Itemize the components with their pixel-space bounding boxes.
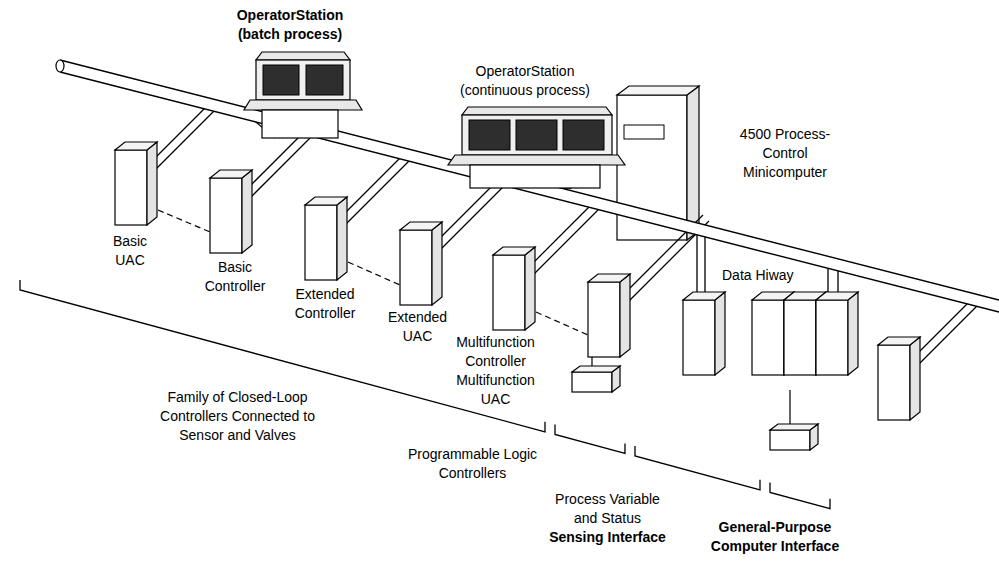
station-desk — [448, 155, 625, 165]
dashed-link — [348, 262, 400, 285]
label-text: Process Variable and Status — [545, 490, 670, 528]
pipe — [527, 202, 600, 275]
label-box: General-Purpose Computer Interface — [700, 518, 850, 556]
minicomputer-side — [687, 86, 699, 240]
label-text: Data Hiway — [722, 266, 812, 285]
dashed-link — [536, 312, 588, 335]
cabinet — [210, 170, 252, 253]
minicomputer-top — [617, 86, 699, 95]
label-box: Extended Controller — [280, 285, 370, 323]
station-housing — [462, 107, 612, 115]
label-box: 4500 Process-Control Minicomputer — [725, 125, 845, 182]
label-box: OperatorStation (continuous process) — [450, 62, 600, 100]
cabinet — [400, 222, 442, 305]
station-bezel — [462, 115, 612, 155]
station-pedestal — [262, 110, 338, 138]
station-screen — [306, 65, 343, 95]
station-screen — [516, 120, 557, 150]
pipe — [339, 154, 410, 225]
label-box: Basic UAC — [105, 232, 155, 270]
label-box: Programmable Logic Controllers — [405, 445, 540, 483]
wire — [592, 357, 790, 424]
dashed-link — [158, 210, 210, 232]
cabinet — [816, 292, 858, 375]
label-box: Basic Controller — [190, 258, 280, 296]
hiway-end — [56, 60, 64, 72]
station-desk — [244, 100, 362, 110]
station-screen — [563, 120, 604, 150]
station-screen — [263, 65, 299, 95]
label-box: OperatorStation (batch process) — [220, 6, 360, 44]
label-box: Family of Closed-Loop Controllers Connec… — [150, 388, 325, 445]
cabinet — [588, 274, 630, 357]
field-box — [572, 366, 620, 392]
label-text: OperatorStation (batch process) — [220, 6, 360, 44]
cabinet — [305, 197, 347, 280]
label-text: Basic UAC — [105, 232, 155, 270]
label-box: Multifunction Controller — [448, 333, 543, 371]
cabinet — [115, 142, 157, 225]
pipe — [149, 104, 215, 170]
pipe — [244, 129, 313, 198]
label-text: Family of Closed-Loop Controllers Connec… — [150, 388, 325, 445]
group-brackets — [20, 280, 830, 509]
pipe — [697, 232, 705, 300]
pipe — [434, 178, 506, 250]
label-text: Multifunction UAC — [448, 371, 543, 409]
label-text: OperatorStation (continuous process) — [450, 62, 600, 100]
station-bezel — [256, 60, 350, 100]
label-box: Sensing Interface — [540, 528, 675, 547]
label-text: 4500 Process-Control Minicomputer — [725, 125, 845, 182]
dashed-links — [158, 210, 588, 335]
field-box — [770, 424, 818, 450]
operator-station-continuous — [448, 107, 625, 188]
label-text: Extended Controller — [280, 285, 370, 323]
bracket — [555, 425, 625, 454]
label-text: Sensing Interface — [540, 528, 675, 547]
operator-station-batch — [244, 52, 362, 138]
label-text: Basic Controller — [190, 258, 280, 296]
cabinet — [493, 247, 535, 330]
station-housing — [256, 52, 350, 60]
label-box: Multifunction UAC — [448, 371, 543, 409]
label-text: Multifunction Controller — [448, 333, 543, 371]
label-box: Data Hiway — [722, 266, 812, 285]
label-text: Programmable Logic Controllers — [405, 445, 540, 483]
minicomputer-panel — [624, 125, 664, 139]
station-pedestal — [470, 165, 600, 188]
bracket — [770, 483, 830, 509]
label-box: Process Variable and Status — [545, 490, 670, 528]
bracket — [635, 446, 760, 490]
label-text: Extended UAC — [385, 308, 450, 346]
cabinet — [683, 292, 725, 375]
label-box: Extended UAC — [385, 308, 450, 346]
label-text: General-Purpose Computer Interface — [700, 518, 850, 556]
field-boxes — [572, 357, 818, 450]
station-screen — [469, 120, 510, 150]
pipe — [912, 299, 978, 365]
controller-cabinets — [115, 142, 920, 420]
cabinet — [878, 337, 920, 420]
